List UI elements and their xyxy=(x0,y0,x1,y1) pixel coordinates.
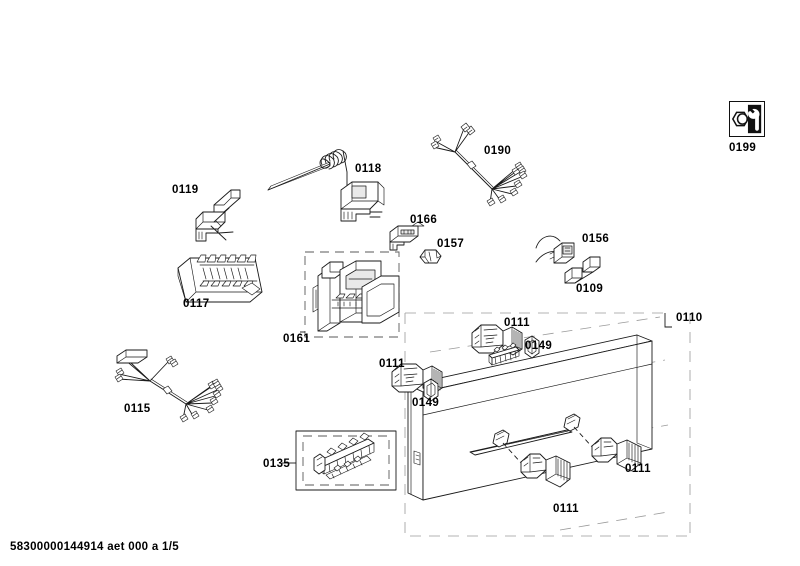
callout-0111-front-left: 0111 xyxy=(553,503,579,515)
part-0118-drawing xyxy=(267,149,385,222)
part-0117-drawing xyxy=(177,254,263,303)
callout-0109: 0109 xyxy=(576,283,604,295)
service-tool-icon xyxy=(729,101,765,137)
knob-bezel-ring-left xyxy=(423,378,439,402)
callout-0156: 0156 xyxy=(582,233,610,245)
part-0156-drawing xyxy=(535,235,575,264)
callout-0110: 0110 xyxy=(676,312,703,324)
knob-front-left xyxy=(520,453,571,488)
callout-0166: 0166 xyxy=(410,214,438,226)
control-panel-fascia xyxy=(407,334,653,501)
callout-0118: 0118 xyxy=(355,163,382,175)
knob-shaft-front-right xyxy=(563,413,581,432)
callout-0111-upper: 0111 xyxy=(504,317,530,329)
callout-0111-front-right: 0111 xyxy=(625,463,651,475)
part-0110-region xyxy=(404,312,691,537)
part-0135-drawing xyxy=(313,432,375,480)
document-code: 58300000144914 aet 000 a 1/5 xyxy=(10,541,179,553)
part-0157-drawing xyxy=(419,249,442,264)
part-0190-drawing xyxy=(430,122,528,207)
knob-bezel-ring-upper xyxy=(524,335,540,359)
callout-0149-left: 0149 xyxy=(412,397,440,409)
callout-0135: 0135 xyxy=(263,458,291,470)
part-0161-region xyxy=(300,251,400,338)
knob-shaft-front-left xyxy=(492,429,510,448)
callout-0119: 0119 xyxy=(172,184,199,196)
callout-0149-upper: 0149 xyxy=(525,340,553,352)
callout-0190: 0190 xyxy=(484,145,512,157)
part-0119-drawing xyxy=(195,189,241,242)
knob-left-0111 xyxy=(391,363,443,402)
part-0115-drawing xyxy=(114,349,224,423)
callout-0111-left: 0111 xyxy=(379,358,405,370)
knob-front-right xyxy=(591,437,642,472)
callout-0117: 0117 xyxy=(183,298,210,310)
callout-0115: 0115 xyxy=(124,403,151,415)
callout-0199-label: 0199 xyxy=(729,142,757,154)
part-0109-drawing xyxy=(564,256,601,284)
callout-0157: 0157 xyxy=(437,238,465,250)
part-0166-drawing xyxy=(389,221,425,251)
center-rail-clip xyxy=(488,342,520,366)
part-0161-drawing xyxy=(312,260,400,332)
part-0135-region xyxy=(282,430,397,491)
callout-0161: 0161 xyxy=(283,333,311,345)
